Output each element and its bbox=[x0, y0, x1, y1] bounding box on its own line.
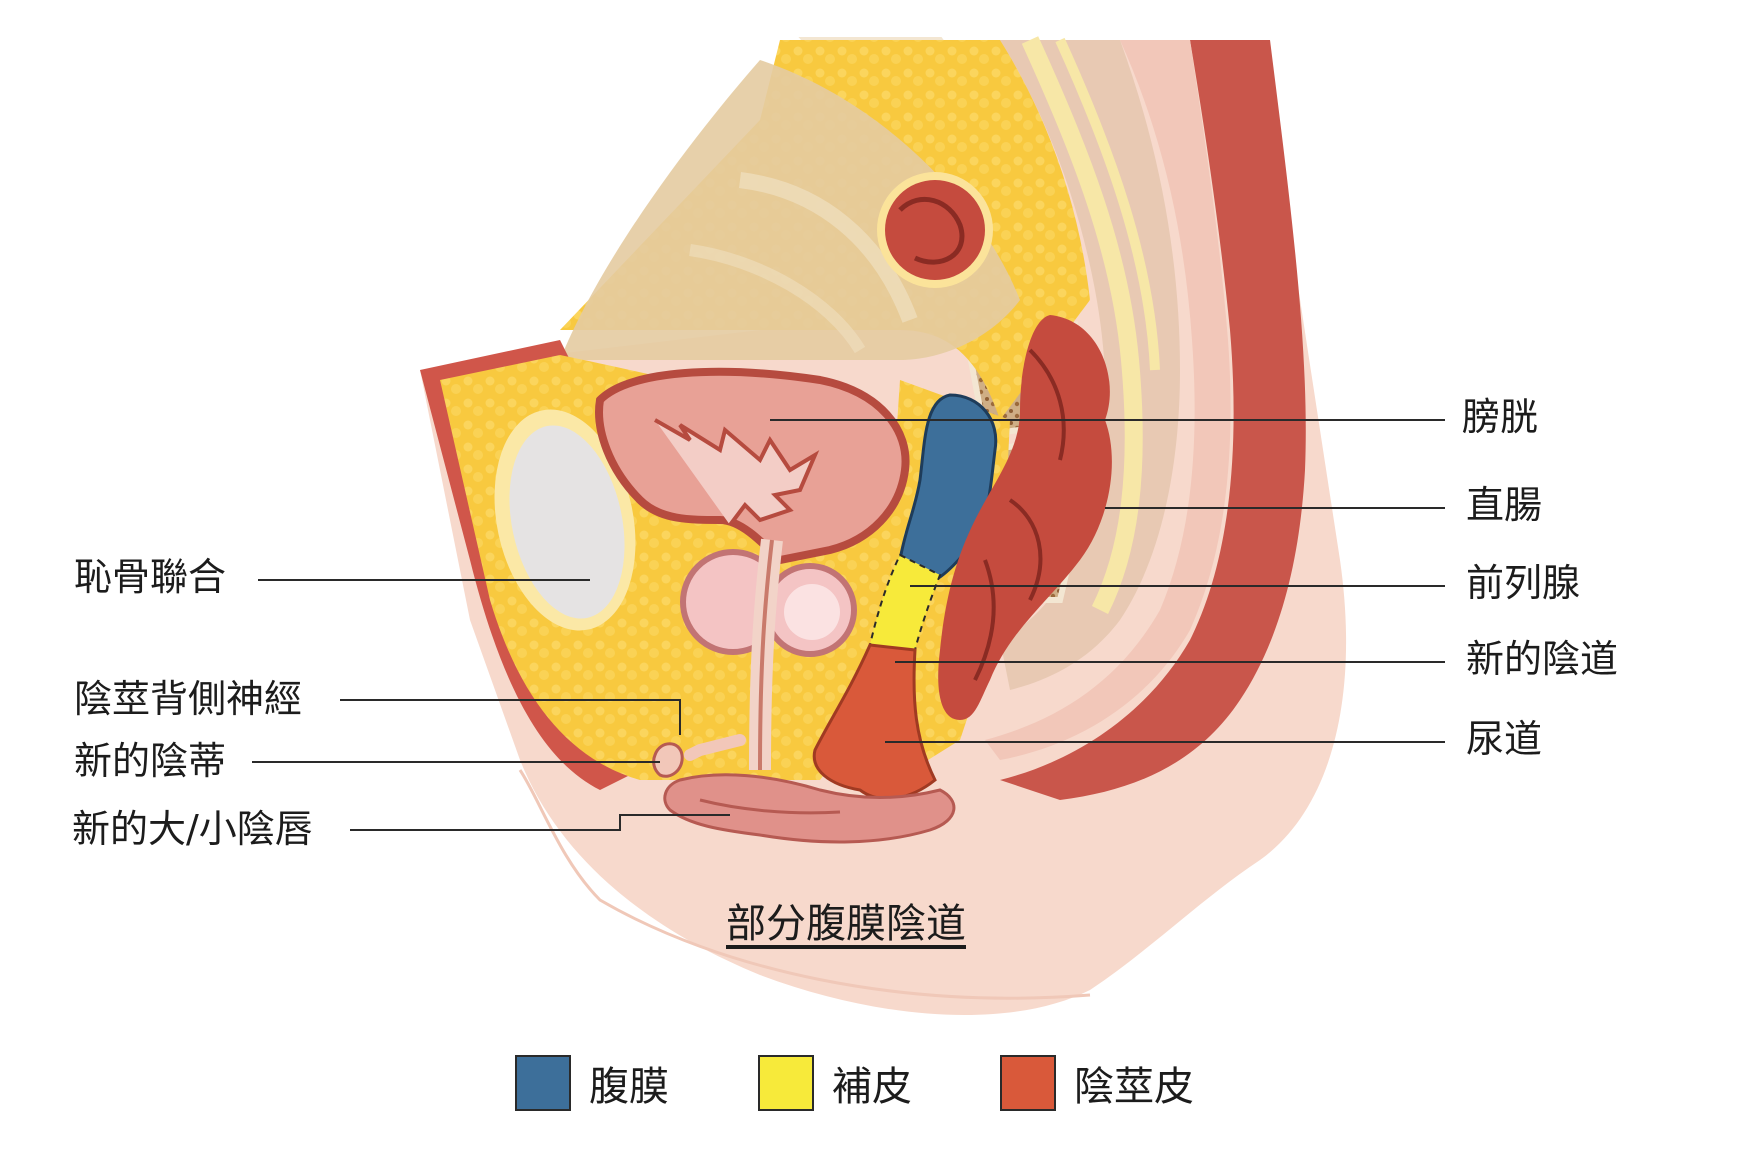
neoclitoris bbox=[652, 742, 684, 778]
external-genitalia bbox=[652, 734, 956, 844]
label-bladder: 膀胱 bbox=[1462, 395, 1539, 439]
label-neoclitoris: 新的陰蒂 bbox=[74, 739, 227, 783]
legend-label-skin-graft: 補皮 bbox=[832, 1064, 912, 1110]
back-skin-layer bbox=[1000, 40, 1306, 800]
legend-label-penile-skin: 陰莖皮 bbox=[1074, 1064, 1194, 1110]
legend-label-peritoneum: 腹膜 bbox=[589, 1064, 669, 1110]
legend-item-skin-graft: 補皮 bbox=[758, 1054, 912, 1112]
legend-swatch-peritoneum bbox=[515, 1055, 571, 1111]
legend-swatch-penile-skin bbox=[1000, 1055, 1056, 1111]
sigmoid-colon bbox=[877, 172, 993, 288]
label-urethra: 尿道 bbox=[1466, 717, 1543, 761]
legend-item-peritoneum: 腹膜 bbox=[515, 1054, 669, 1112]
neovagina-penile-skin bbox=[812, 643, 937, 801]
lower-skin-contour bbox=[518, 769, 1091, 1000]
legend-swatch-skin-graft bbox=[758, 1055, 814, 1111]
intestine-mesentery bbox=[560, 60, 1020, 360]
diagram-title: 部分腹膜陰道 bbox=[726, 901, 966, 947]
label-neolabia: 新的大/小陰唇 bbox=[72, 807, 313, 851]
spinal-nerves bbox=[1021, 36, 1143, 615]
dorsal-nerve bbox=[684, 734, 746, 761]
neolabia bbox=[663, 773, 956, 844]
label-neovagina: 新的陰道 bbox=[1466, 637, 1619, 681]
label-dorsal-nerve: 陰莖背側神經 bbox=[74, 677, 303, 721]
legend-item-penile-skin: 陰莖皮 bbox=[1000, 1054, 1194, 1112]
bladder bbox=[595, 367, 910, 565]
label-prostate: 前列腺 bbox=[1466, 561, 1581, 605]
label-pubic-symphysis: 恥骨聯合 bbox=[74, 555, 227, 599]
leader-lines-right bbox=[770, 419, 1445, 743]
leader-lines-left bbox=[252, 579, 730, 831]
label-rectum: 直腸 bbox=[1466, 483, 1543, 527]
